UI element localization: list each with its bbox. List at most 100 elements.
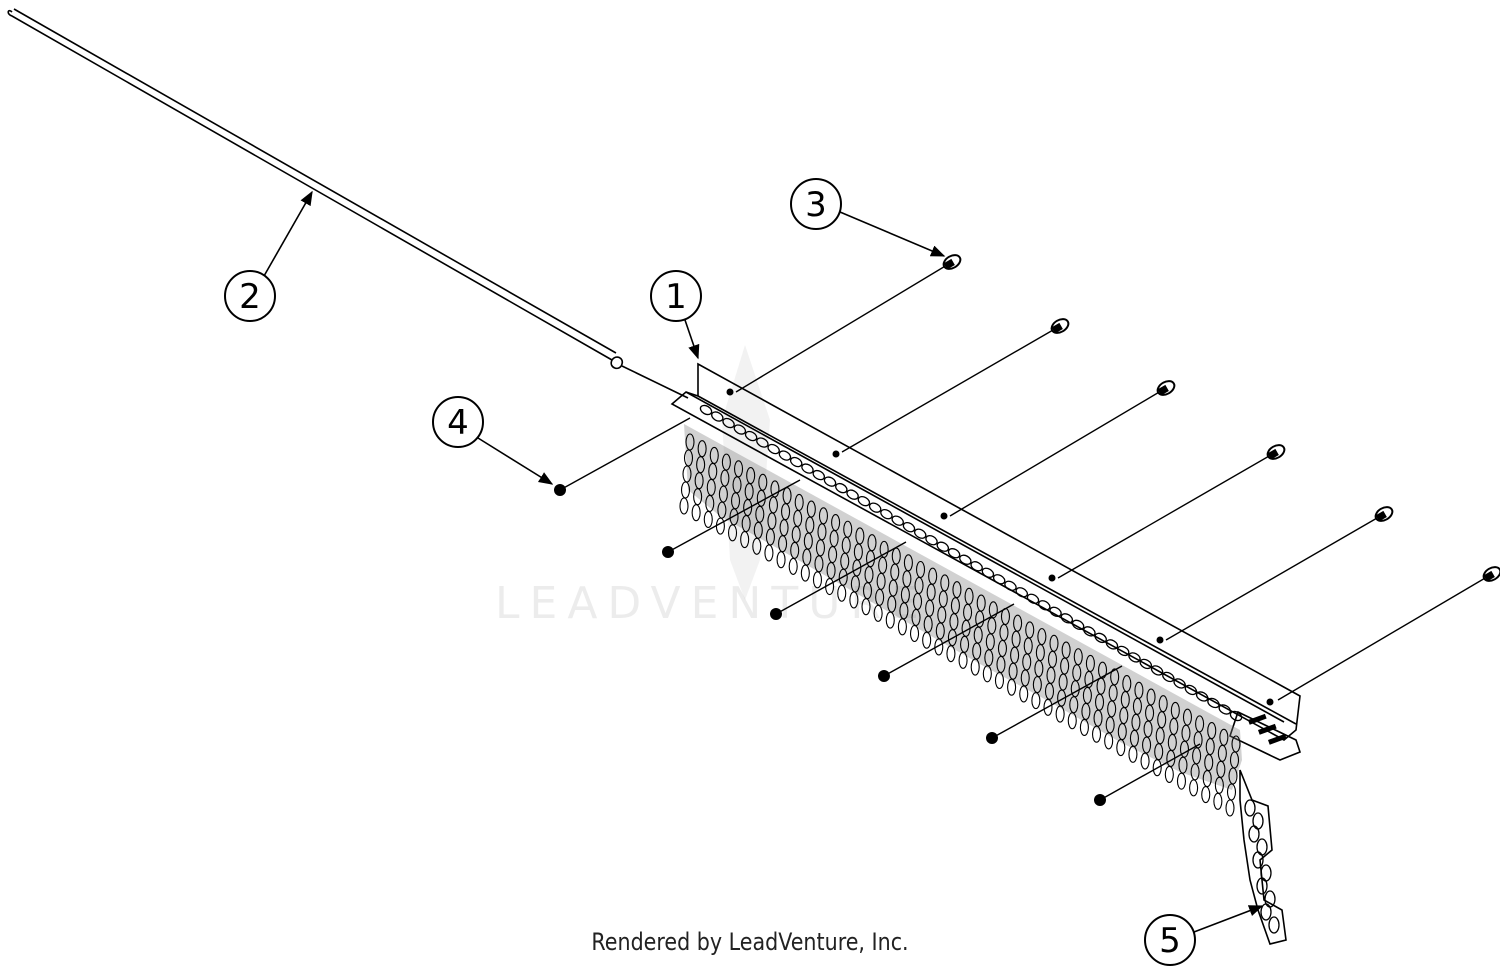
bracket-slot — [1015, 587, 1028, 598]
nut-axis-line — [775, 541, 907, 615]
chain-link — [1176, 772, 1187, 790]
bracket-hole — [940, 512, 948, 520]
bracket-slot — [1038, 600, 1051, 611]
chain-link — [764, 544, 774, 562]
bracket-slot — [959, 554, 972, 565]
bolt-axis-line — [949, 387, 1167, 517]
bracket-slot — [1116, 645, 1130, 657]
chain-link — [1128, 745, 1138, 763]
bracket-slot — [756, 437, 769, 448]
chain-link — [1116, 739, 1126, 757]
chain-link — [679, 497, 689, 515]
hex-nut — [554, 484, 566, 496]
bracket-hole — [1266, 698, 1274, 706]
nut-axis-line — [559, 417, 691, 491]
bracket-slot — [1060, 613, 1074, 624]
bracket-hole — [726, 388, 734, 396]
chain-guard-bracket-part-1 — [670, 362, 1301, 761]
bracket-slot — [801, 463, 814, 474]
chain-link — [703, 510, 713, 528]
bracket-holes — [726, 388, 1274, 706]
chain-link — [861, 598, 871, 616]
hex-nut — [1094, 794, 1106, 806]
callout-3-label: 3 — [805, 185, 827, 225]
bracket-slot — [846, 489, 859, 500]
bracket-slot — [744, 430, 758, 442]
chain-link — [982, 665, 992, 683]
bracket-slot — [789, 456, 803, 468]
hanging-chain-link — [1256, 877, 1268, 895]
bracket-hole — [1156, 636, 1164, 644]
chain-link — [776, 551, 786, 569]
bracket-slot — [733, 424, 747, 435]
hanging-chain — [1244, 799, 1280, 934]
bolt-neck — [1157, 384, 1169, 396]
chain-link — [1055, 705, 1065, 723]
carriage-bolt — [1266, 444, 1286, 460]
bracket-slot — [699, 404, 713, 416]
chain-link — [849, 591, 859, 609]
bolt-neck — [1051, 322, 1063, 334]
chain-link — [922, 631, 932, 649]
hex-nut — [878, 670, 890, 682]
bracket-slot — [914, 528, 927, 539]
bracket-slot — [981, 567, 995, 578]
bracket-slot — [902, 521, 916, 533]
bracket-slot — [925, 535, 938, 546]
bracket-slots — [699, 404, 1287, 745]
bracket-slot — [992, 574, 1006, 585]
bracket-slot — [936, 541, 950, 552]
chain-link — [1067, 712, 1077, 730]
chain-link — [897, 618, 907, 636]
hanging-chain-link — [1268, 916, 1280, 934]
bracket-slot — [767, 443, 780, 455]
bracket-slot — [1026, 593, 1040, 605]
callout-5: 5 — [1144, 905, 1264, 966]
chain-link — [691, 504, 701, 522]
bracket-slot — [778, 450, 792, 461]
bracket-slot — [1128, 652, 1141, 663]
bracket-slot — [970, 561, 983, 572]
chain-link — [873, 604, 883, 622]
bracket-slot — [1105, 639, 1119, 650]
chain-link — [1043, 698, 1053, 716]
nut-axis-line — [991, 665, 1123, 739]
carriage-bolts-part-3 — [735, 254, 1500, 701]
bracket-end-slot — [1258, 723, 1277, 735]
bracket-slot — [1162, 671, 1175, 683]
bracket-hole — [1048, 574, 1056, 582]
carriage-bolt — [1482, 566, 1500, 582]
chain-link — [1079, 718, 1089, 737]
hex-nut — [986, 732, 998, 744]
bracket-slot — [857, 495, 871, 507]
hanging-chain-link — [1248, 825, 1260, 843]
bolt-neck — [943, 258, 955, 270]
bracket-slot — [711, 411, 724, 422]
callout-4: 4 — [432, 396, 554, 485]
bracket-slot — [835, 482, 848, 494]
bracket-slot — [891, 515, 904, 526]
chain-link — [934, 638, 944, 656]
bracket-slot — [1207, 697, 1220, 709]
chain-curtain-part-5 — [679, 424, 1287, 945]
chain-link — [837, 584, 847, 602]
bolt-axis-line — [735, 261, 953, 393]
bracket-slot — [1150, 665, 1164, 676]
bracket-end-slot — [1268, 733, 1287, 745]
chain-link — [970, 658, 980, 676]
rod-part-2 — [7, 8, 689, 399]
watermark: LEADVENTURE — [495, 345, 919, 629]
bolt-neck — [1483, 570, 1495, 582]
bracket-slot — [1049, 606, 1062, 618]
carriage-bolt — [1156, 380, 1176, 396]
chain-link — [909, 624, 920, 643]
callout-4-label: 4 — [447, 403, 469, 443]
bracket-slot — [1184, 684, 1198, 696]
bracket-slot — [722, 417, 735, 429]
bracket-slot — [823, 476, 837, 487]
hanging-chain-link — [1260, 903, 1272, 921]
chain-link — [1201, 786, 1211, 804]
chain-link — [1140, 752, 1150, 770]
chain-link — [1225, 799, 1235, 817]
bracket-slot — [1083, 626, 1096, 637]
